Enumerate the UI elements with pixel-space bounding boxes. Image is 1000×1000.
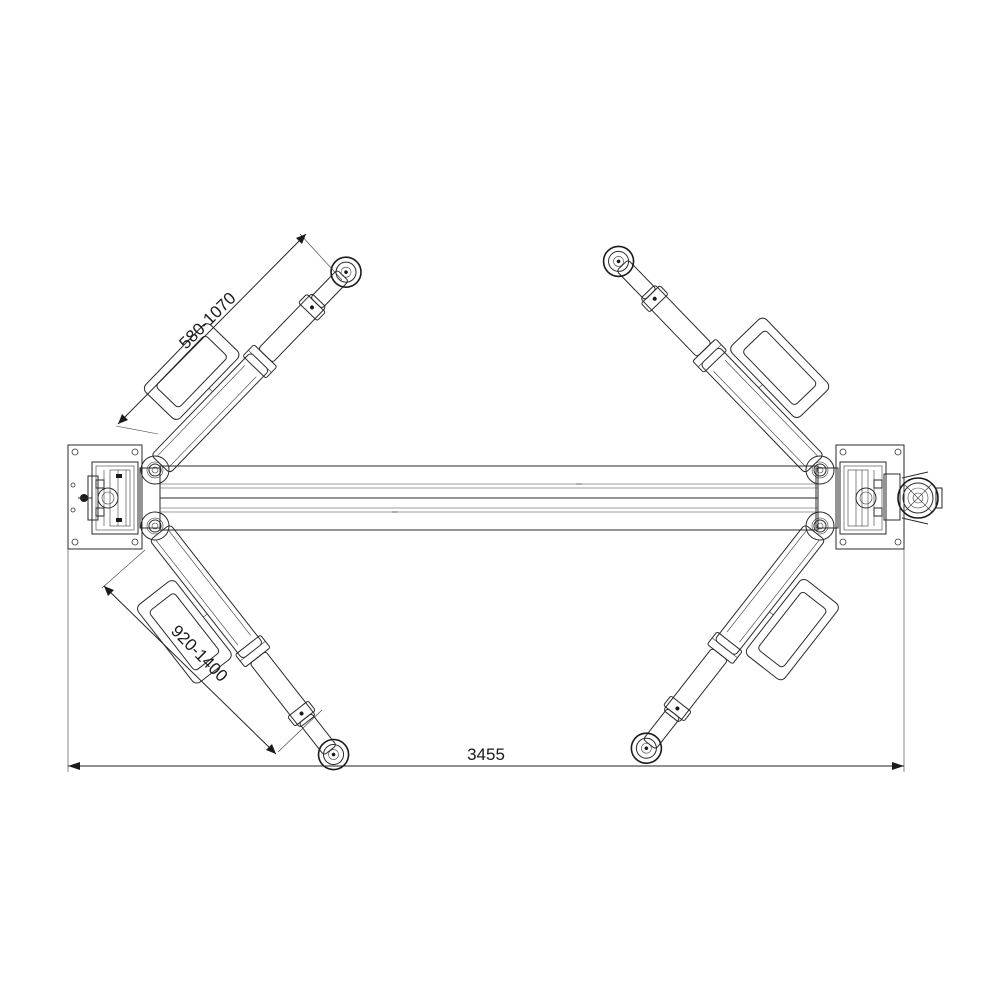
arm-door-guard-inner xyxy=(758,592,827,668)
arm-guard-bracket xyxy=(769,611,774,616)
arm-extension xyxy=(643,709,680,749)
arm-extension xyxy=(299,714,336,755)
arm-inner-tube xyxy=(664,648,728,722)
arm-front-left xyxy=(140,256,362,485)
arm-pivot-pin xyxy=(811,517,829,535)
arm-collar-ring xyxy=(248,350,272,373)
lifting-pad-rim xyxy=(335,261,357,283)
dimension-label-lower: 920-1400 xyxy=(167,621,231,685)
floor-cover-beam xyxy=(159,465,819,531)
arm-door-guard xyxy=(730,317,830,418)
dimension-upper-arm: 580-1070 xyxy=(115,233,343,435)
arm-collar-ring xyxy=(712,637,738,658)
dimension-lower-arm: 920-1400 xyxy=(101,549,323,755)
arm-pivot-pin xyxy=(146,461,164,479)
arm-door-guard-inner xyxy=(149,593,220,671)
right-base-plate xyxy=(835,444,905,550)
arm-outer-tube-edge xyxy=(724,359,818,457)
lifting-pad-rim xyxy=(635,737,657,759)
arm-inner-tube xyxy=(250,651,315,727)
arm-pivot-boss xyxy=(805,511,835,541)
arm-guard-bracket xyxy=(208,388,213,392)
lifting-pad-bolt xyxy=(644,746,649,751)
arm-guard-bracket xyxy=(203,613,208,618)
arm-door-guard-inner xyxy=(743,330,817,405)
arm-pivot-pin xyxy=(146,517,164,535)
arm-pivot-boss xyxy=(140,511,170,541)
arm-front-right xyxy=(602,245,835,485)
arm-outer-tube xyxy=(701,347,823,473)
arm-lock-pin xyxy=(299,711,304,716)
arm-outer-tube-edge xyxy=(739,540,820,643)
left-base-plate xyxy=(67,444,143,550)
arm-lock-pin xyxy=(652,296,657,301)
lifting-pad-rim xyxy=(608,250,630,272)
lifting-pad xyxy=(330,256,362,288)
dimension-overall-width: 3455 xyxy=(67,549,905,772)
left-post-assembly xyxy=(78,461,162,535)
arm-guard-bracket xyxy=(758,384,763,389)
arm-outer-tube-edge xyxy=(726,530,807,633)
arm-rear-right xyxy=(630,511,839,765)
lifting-pad-center xyxy=(328,749,339,760)
arm-pivot-pin xyxy=(811,461,829,479)
lifting-pad xyxy=(602,245,635,278)
lifting-pad-center xyxy=(641,742,652,754)
arm-outer-tube xyxy=(150,525,262,659)
arm-outer-tube xyxy=(715,525,825,655)
lifting-pad xyxy=(630,732,663,765)
arm-outer-tube-edge xyxy=(155,540,239,646)
lifting-pad-bolt xyxy=(616,259,621,264)
arm-inner-tube xyxy=(258,294,326,362)
arm-pivot-boss xyxy=(805,455,835,485)
dimension-label-overall: 3455 xyxy=(467,745,505,764)
arm-collar-ring xyxy=(697,344,722,368)
arm-extension xyxy=(311,270,348,308)
right-post-assembly xyxy=(813,461,887,535)
lifting-pad-bolt xyxy=(344,270,348,274)
arm-outer-tube xyxy=(152,353,269,473)
arm-pivot-boss xyxy=(140,455,170,485)
arm-outer-tube-edge xyxy=(713,371,807,468)
arm-inner-tube xyxy=(641,285,711,357)
motor-pump-unit xyxy=(883,471,943,525)
lifting-pad-center xyxy=(613,256,624,267)
arm-door-guard-inner xyxy=(156,335,227,408)
arm-lock-pin xyxy=(675,706,680,711)
arm-collar-ring xyxy=(239,641,266,662)
arm-outer-tube-edge xyxy=(168,530,251,636)
lifting-pad-center xyxy=(340,266,352,278)
lifting-pad-bolt xyxy=(331,752,336,757)
arm-rear-left xyxy=(137,511,350,771)
arm-door-guard xyxy=(745,579,839,681)
lifting-pad-rim xyxy=(323,744,345,766)
arm-extension xyxy=(617,260,656,300)
arm-lock-pin xyxy=(309,305,314,310)
arm-outer-tube-edge xyxy=(168,376,257,468)
arm-outer-tube-edge xyxy=(157,365,245,457)
